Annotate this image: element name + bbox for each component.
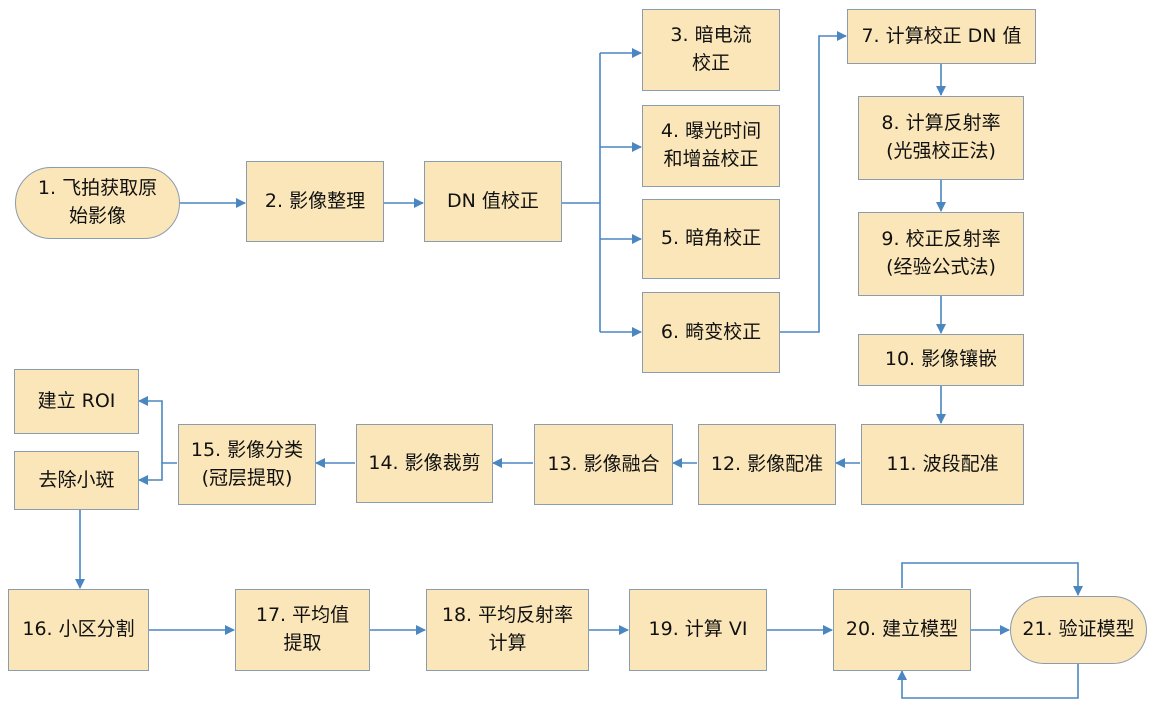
node-13-image-fusion: 13. 影像融合 xyxy=(534,424,673,505)
node-17-mean-extraction: 17. 平均值 提取 xyxy=(235,589,370,671)
node-2-image-organize: 2. 影像整理 xyxy=(246,161,384,242)
node-build-roi: 建立 ROI xyxy=(14,369,139,434)
node-18-mean-reflectance: 18. 平均反射率 计算 xyxy=(426,589,589,671)
node-6-distortion: 6. 畸变校正 xyxy=(642,292,780,373)
node-16-plot-segmentation: 16. 小区分割 xyxy=(8,589,149,671)
node-remove-spots: 去除小斑 xyxy=(14,451,139,510)
node-11-band-registration: 11. 波段配准 xyxy=(861,424,1024,505)
node-3-dark-current: 3. 暗电流 校正 xyxy=(642,9,780,91)
node-19-compute-vi: 19. 计算 VI xyxy=(629,589,767,671)
node-15-classification: 15. 影像分类 (冠层提取) xyxy=(178,424,316,505)
node-dn-correction: DN 值校正 xyxy=(424,161,562,242)
node-12-image-registration: 12. 影像配准 xyxy=(698,424,836,505)
node-21-validate-model: 21. 验证模型 xyxy=(1010,596,1147,664)
edge-21-20-bottom xyxy=(897,664,1079,699)
edge-15-spot xyxy=(138,462,177,485)
edge-15-roi xyxy=(138,396,163,463)
node-14-image-clip: 14. 影像裁剪 xyxy=(356,424,493,503)
node-9-reflectance-correction: 9. 校正反射率 (经验公式法) xyxy=(858,212,1024,296)
node-20-build-model: 20. 建立模型 xyxy=(833,589,971,671)
node-7-corrected-dn: 7. 计算校正 DN 值 xyxy=(847,9,1036,64)
node-8-reflectance: 8. 计算反射率 (光强校正法) xyxy=(858,96,1024,180)
node-4-exposure-gain: 4. 曝光时间 和增益校正 xyxy=(642,105,780,187)
edge-20-21-top xyxy=(901,562,1083,596)
node-5-vignetting: 5. 暗角校正 xyxy=(642,199,780,279)
node-1-raw-images: 1. 飞拍获取原 始影像 xyxy=(15,167,180,239)
edge-6-7 xyxy=(780,31,847,333)
node-10-mosaic: 10. 影像镶嵌 xyxy=(858,334,1024,386)
